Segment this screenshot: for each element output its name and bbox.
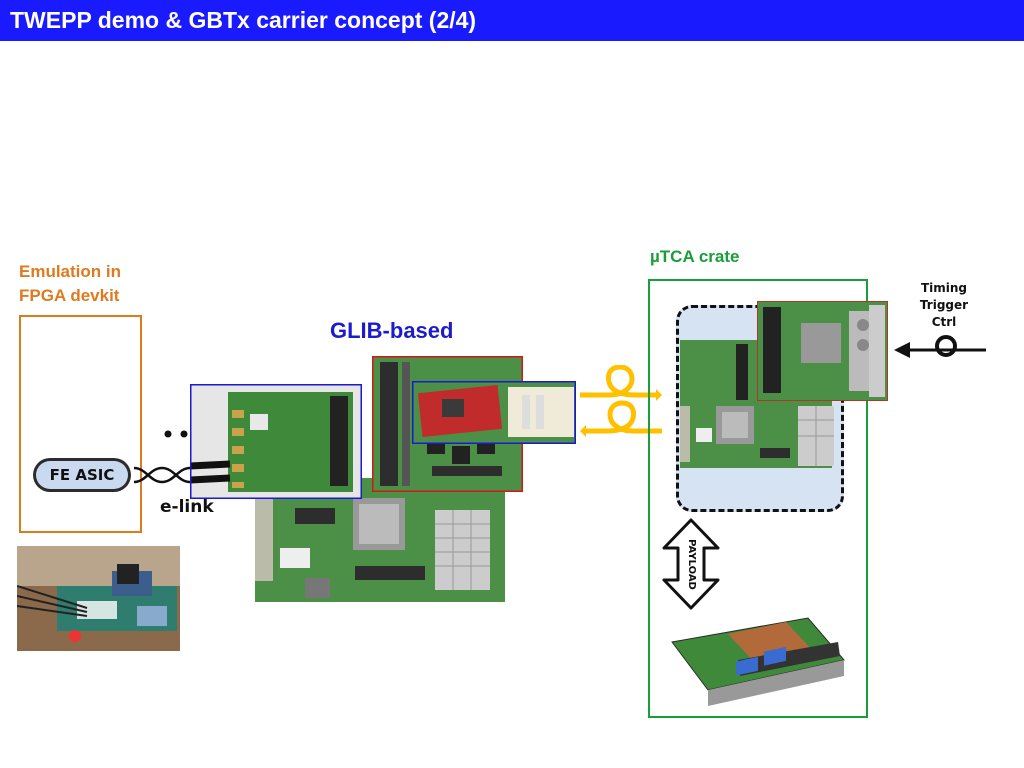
red-mezzanine-photo — [412, 381, 576, 444]
emulation-label-line2: FPGA devkit — [19, 286, 120, 305]
glib-main-board — [255, 478, 505, 602]
fmc-mezzanine-photo — [190, 384, 362, 499]
timing-label-line3: Ctrl — [931, 315, 957, 329]
title-bar — [0, 0, 1024, 41]
payload-label: PAYLOAD — [685, 538, 697, 590]
utca-crate-label: µTCA crate — [650, 247, 739, 267]
timing-label-line1: Timing — [920, 281, 968, 295]
emulation-label-line1: Emulation in — [19, 262, 121, 281]
emulation-box — [19, 315, 142, 533]
utca-text: TCA crate — [659, 247, 740, 266]
mch-card-photo — [757, 301, 888, 401]
emulation-label: Emulation in FPGA devkit — [19, 260, 121, 308]
fe-asic-block: FE ASIC — [33, 458, 131, 492]
timing-trigger-ctrl-label: Timing Trigger Ctrl — [912, 280, 976, 331]
slide-title: TWEPP demo & GBTx carrier concept (2/4) — [10, 7, 477, 33]
glib-label: GLIB-based — [330, 318, 454, 343]
coax-connector-icon — [894, 335, 986, 358]
utca-mu: µ — [650, 247, 660, 266]
double-arrow-icon — [662, 518, 720, 610]
elink-twisted-pair-icon — [133, 430, 206, 484]
utca-crate-box — [648, 279, 868, 718]
fpga-devkit-photo — [17, 546, 180, 651]
timing-label-line2: Trigger — [919, 298, 969, 312]
payload-label-wrap: PAYLOAD — [677, 538, 705, 590]
payload-amc-card-photo — [671, 617, 845, 706]
fiber-loop-icon — [580, 365, 662, 437]
fe-asic-label: FE ASIC — [36, 461, 128, 489]
elink-label: e-link — [160, 497, 214, 517]
